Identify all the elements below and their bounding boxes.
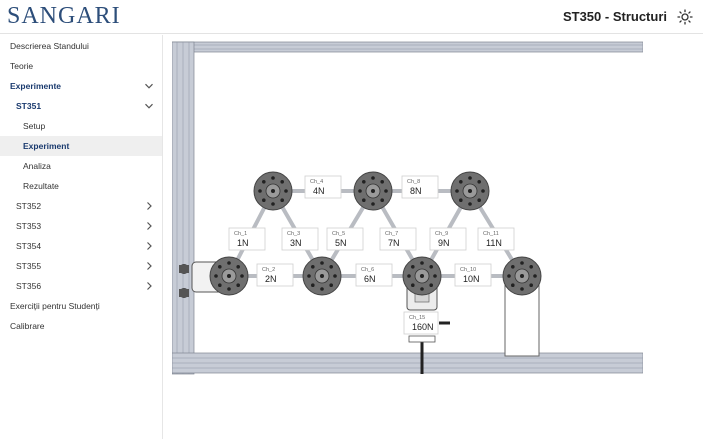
sidebar-item-label: Exerciții pentru Studenți <box>10 301 100 311</box>
chevron-right-icon <box>147 202 152 210</box>
sidebar-item-label: ST356 <box>16 281 42 291</box>
sidebar-item-label: ST351 <box>16 101 42 111</box>
channel-value: 3N <box>290 238 302 248</box>
chevron-right-icon <box>147 222 152 230</box>
channel-name: Ch_2 <box>262 267 275 273</box>
channel-name: Ch_10 <box>460 267 476 273</box>
chevron-down-icon <box>145 83 153 89</box>
chevron-right-icon <box>147 262 152 270</box>
force-label-ch3: Ch_33N <box>281 227 319 251</box>
sidebar-item-st352[interactable]: ST352 <box>0 196 162 216</box>
channel-value: 6N <box>364 274 376 284</box>
sidebar-item-experimente[interactable]: Experimente <box>0 76 162 96</box>
force-label-ch2: Ch_22N <box>256 263 294 287</box>
force-label-ch4: Ch_44N <box>304 175 342 199</box>
sidebar-item-label: Setup <box>23 121 46 131</box>
logo: SANGARI <box>7 3 121 29</box>
sidebar-item-st351[interactable]: ST351 <box>0 96 162 116</box>
sidebar-item-setup[interactable]: Setup <box>0 116 162 136</box>
truss-joint <box>302 256 342 296</box>
sidebar-item-label: ST354 <box>16 241 42 251</box>
truss-joint <box>253 171 293 211</box>
channel-value: 9N <box>438 238 450 248</box>
sidebar-item-descrierea-standului[interactable]: Descrierea Standului <box>0 36 162 56</box>
sidebar-item-label: Experimente <box>10 81 62 91</box>
truss-joint <box>502 256 542 296</box>
channel-value: 8N <box>410 186 422 196</box>
sidebar-item-label: ST352 <box>16 201 42 211</box>
channel-value: 2N <box>265 274 277 284</box>
truss-joint <box>402 256 442 296</box>
force-label-ch7: Ch_77N <box>379 227 417 251</box>
sidebar-item-st354[interactable]: ST354 <box>0 236 162 256</box>
channel-value: 160N <box>412 322 434 332</box>
channel-name: Ch_15 <box>409 315 425 321</box>
app-header: SANGARI ST350 - Structuri <box>0 0 703 34</box>
force-label-ch6: Ch_66N <box>355 263 393 287</box>
channel-name: Ch_3 <box>287 231 300 237</box>
channel-value: 10N <box>463 274 480 284</box>
channel-value: 5N <box>335 238 347 248</box>
truss-joint <box>353 171 393 211</box>
sidebar-item-label: Analiza <box>23 161 51 171</box>
sidebar-item-label: Teorie <box>10 61 34 71</box>
channel-name: Ch_1 <box>234 231 247 237</box>
force-label-ch1: Ch_11N <box>228 227 266 251</box>
chevron-down-icon <box>145 103 153 109</box>
force-label-ch9: Ch_99N <box>429 227 467 251</box>
page-title: ST350 - Structuri <box>562 9 667 24</box>
sidebar-item-label: ST353 <box>16 221 42 231</box>
sidebar-item-rezultate[interactable]: Rezultate <box>0 176 162 196</box>
chevron-right-icon <box>147 242 152 250</box>
sidebar-item-analiza[interactable]: Analiza <box>0 156 162 176</box>
channel-name: Ch_6 <box>361 267 374 273</box>
truss-joint <box>450 171 490 211</box>
channel-name: Ch_9 <box>435 231 448 237</box>
theme-toggle-icon[interactable] <box>677 9 693 25</box>
force-label-ch5: Ch_55N <box>326 227 364 251</box>
channel-value: 1N <box>237 238 249 248</box>
channel-value: 4N <box>313 186 325 196</box>
sidebar-item-st355[interactable]: ST355 <box>0 256 162 276</box>
chevron-right-icon <box>147 282 152 290</box>
sidebar-item-st356[interactable]: ST356 <box>0 276 162 296</box>
sidebar-item-label: ST355 <box>16 261 42 271</box>
channel-name: Ch_8 <box>407 179 420 185</box>
sidebar-item-calibrare[interactable]: Calibrare <box>0 316 162 336</box>
channel-name: Ch_4 <box>310 179 323 185</box>
sidebar-item-teorie[interactable]: Teorie <box>0 56 162 76</box>
truss-joint <box>209 256 249 296</box>
sidebar-item-experiment[interactable]: Experiment <box>0 136 162 156</box>
channel-name: Ch_7 <box>385 231 398 237</box>
sidebar-item-label: Experiment <box>23 141 70 151</box>
sidebar-item-label: Descrierea Standului <box>10 41 89 51</box>
sidebar-item-label: Calibrare <box>10 321 45 331</box>
channel-name: Ch_5 <box>332 231 345 237</box>
channel-value: 11N <box>486 238 502 248</box>
sidebar-item-exerci-ii-pentru-studen-i[interactable]: Exerciții pentru Studenți <box>0 296 162 316</box>
force-label-ch8: Ch_88N <box>401 175 439 199</box>
channel-value: 7N <box>388 238 400 248</box>
sidebar-item-st353[interactable]: ST353 <box>0 216 162 236</box>
sidebar-item-label: Rezultate <box>23 181 59 191</box>
truss-diagram: Ch_11N Ch_22N Ch_33N Ch_44N Ch_55N Ch_66N Ch_7… <box>172 41 643 375</box>
channel-name: Ch_11 <box>483 231 499 237</box>
